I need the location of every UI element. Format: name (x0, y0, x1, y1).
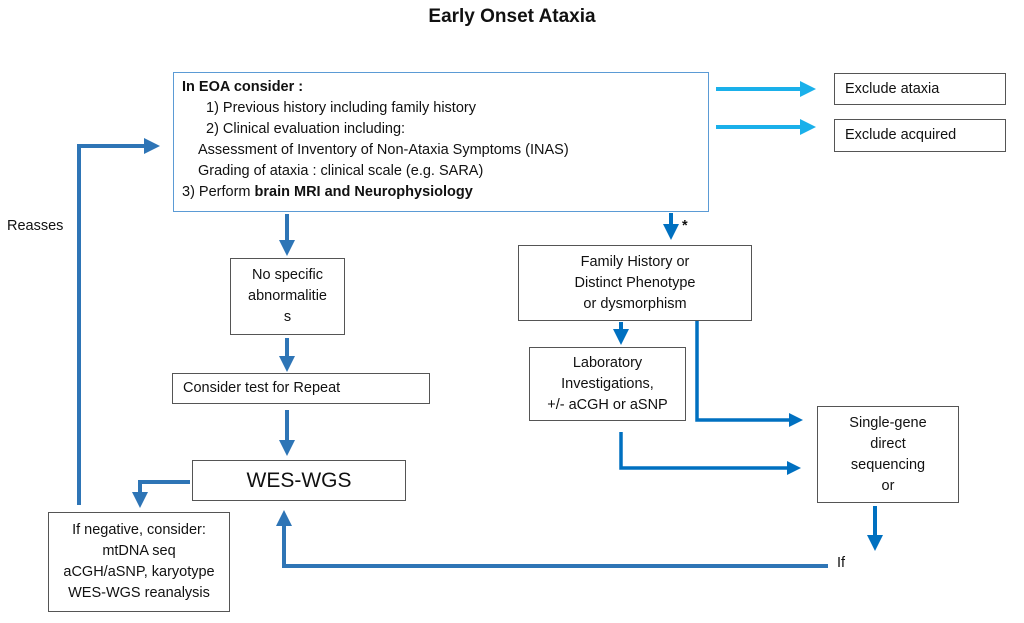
no-specific-line-2: abnormalitie (248, 288, 327, 304)
wes-wgs-text: WES-WGS (246, 469, 352, 492)
single-gene-line-1: Single-gene (849, 414, 927, 431)
if-negative-box: If negative, consider: mtDNA seq aCGH/aS… (48, 512, 230, 612)
exclude-acquired-box: Exclude acquired (834, 119, 1006, 152)
exclude-ataxia-text: Exclude ataxia (845, 80, 940, 97)
single-gene-line-3: sequencing (850, 456, 926, 473)
if-negative-line-2: mtDNA seq (102, 543, 176, 559)
no-specific-line-1: No specific (252, 267, 323, 283)
single-gene-box: Single-gene direct sequencing or (817, 406, 959, 503)
reasses-label: Reasses (7, 218, 64, 234)
main-sub-1: Assessment of Inventory of Non-Ataxia Sy… (198, 142, 569, 158)
family-history-line-1: Family History or (580, 253, 690, 270)
main-item-2: 2) Clinical evaluation including: (206, 121, 406, 137)
eoa-consider-box: In EOA consider : 1) Previous history in… (173, 72, 709, 212)
if-negative-line-3: aCGH/aSNP, karyotype (63, 564, 215, 580)
no-specific-line-3: s (283, 309, 292, 325)
main-item-3-prefix: 3) Perform (182, 184, 255, 200)
if-negative-line-1: If negative, consider: (72, 522, 206, 538)
family-history-line-2: Distinct Phenotype (574, 274, 696, 291)
single-gene-line-2: direct (870, 435, 906, 452)
main-heading: In EOA consider : (182, 79, 304, 95)
laboratory-box: Laboratory Investigations, +/- aCGH or a… (529, 347, 686, 421)
diagram-title: Early Onset Ataxia (428, 6, 596, 27)
wes-wgs-box: WES-WGS (192, 460, 406, 501)
exclude-ataxia-box: Exclude ataxia (834, 73, 1006, 105)
exclude-acquired-text: Exclude acquired (845, 127, 957, 143)
arrow-family-to-single-gene (695, 320, 803, 427)
laboratory-line-1: Laboratory (572, 354, 643, 371)
main-item-1: 1) Previous history including family his… (206, 100, 476, 116)
single-gene-line-4: or (881, 477, 895, 494)
arrow-wes-to-if-negative (132, 480, 190, 508)
if-negative-line-4: WES-WGS reanalysis (68, 585, 210, 601)
main-sub-2: Grading of ataxia : clinical scale (e.g.… (198, 163, 484, 179)
no-specific-box: No specific abnormalitie s (230, 258, 345, 335)
consider-repeat-box: Consider test for Repeat (172, 373, 430, 404)
if-label: If (837, 555, 846, 571)
family-history-line-3: or dysmorphism (583, 295, 687, 312)
arrow-reassess-loop (77, 138, 160, 505)
asterisk-label: * (682, 218, 688, 234)
main-item-3: 3) Perform brain MRI and Neurophysiology (182, 182, 700, 203)
main-item-3-bold: brain MRI and Neurophysiology (254, 184, 473, 200)
arrow-if-to-wes (276, 510, 828, 568)
arrow-lab-to-single-gene (619, 432, 801, 475)
consider-repeat-text: Consider test for Repeat (183, 380, 341, 396)
laboratory-line-2: Investigations, (561, 375, 654, 392)
family-history-box: Family History or Distinct Phenotype or … (518, 245, 752, 321)
laboratory-line-3: +/- aCGH or aSNP (547, 396, 668, 413)
